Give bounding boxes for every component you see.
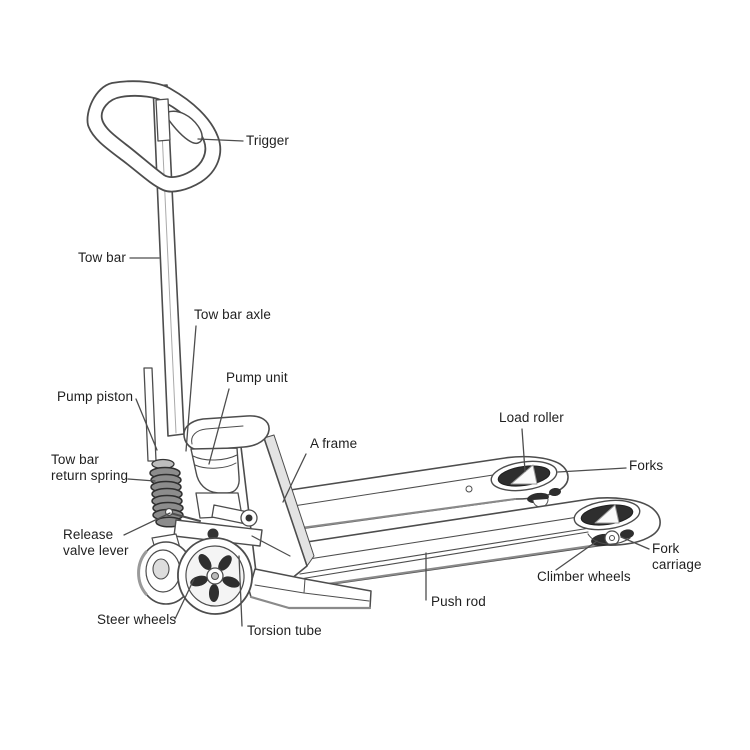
leader-lines (123, 138, 650, 627)
label-tow-bar-axle: Tow bar axle (194, 307, 271, 322)
label-climber-wheels: Climber wheels (537, 569, 631, 584)
torsion-tube-drawing (173, 519, 291, 557)
fork-top-drawing (283, 455, 569, 532)
leader-release-valve-lever (123, 512, 171, 536)
trigger-drawing (165, 110, 203, 145)
leader-forks (557, 467, 627, 473)
label-forks: Forks (629, 458, 664, 473)
leader-trigger (197, 138, 244, 142)
push-rod-drawing (299, 527, 591, 580)
front-steer-wheel (177, 537, 253, 615)
leader-climber-wheels (555, 540, 598, 571)
a-frame-drawing (238, 429, 372, 610)
leader-fork-carriage (620, 536, 650, 550)
label-pump-piston: Pump piston (57, 389, 134, 404)
label-torsion-tube: Torsion tube (247, 623, 322, 638)
label-trigger: Trigger (246, 133, 289, 148)
tow-bar-return-spring-drawing (149, 458, 184, 528)
leader-pump-unit (208, 388, 230, 465)
leader-steer-wheels (174, 578, 195, 620)
label-push-rod: Push rod (431, 594, 486, 609)
pump-piston-drawing (143, 367, 157, 462)
leader-a-frame (282, 453, 307, 503)
label-load-roller: Load roller (499, 410, 564, 425)
handle-drawing (86, 80, 222, 193)
leader-pump-piston (135, 398, 158, 451)
fork-bottom-drawing (289, 497, 661, 591)
label-fork-carriage: Fork carriage (652, 541, 702, 572)
label-pump-unit: Pump unit (226, 370, 288, 385)
leader-load-roller (521, 428, 526, 472)
pump-unit-drawing (164, 415, 291, 557)
climber-wheel-drawing (587, 529, 634, 547)
leader-tow-bar-axle (185, 325, 197, 452)
label-steer-wheels: Steer wheels (97, 612, 177, 627)
label-release-valve-lever: Release valve lever (63, 527, 129, 558)
label-tow-bar-return-spring: Tow bar return spring (51, 452, 129, 483)
steer-wheels-drawing (137, 533, 253, 615)
label-a-frame: A frame (310, 436, 358, 451)
leader-torsion-tube (238, 555, 243, 627)
label-tow-bar: Tow bar (78, 250, 126, 265)
leader-tow-bar-return-spring (127, 478, 156, 482)
